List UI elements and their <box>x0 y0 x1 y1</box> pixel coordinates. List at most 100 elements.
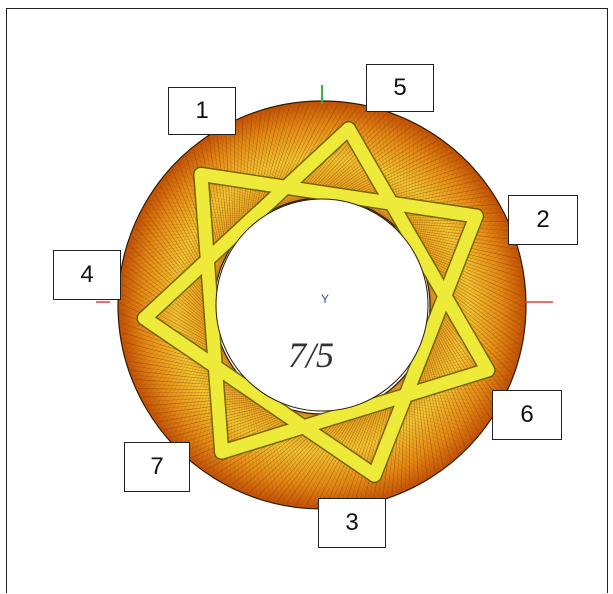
winding-line <box>276 416 345 503</box>
winding-line <box>302 109 373 193</box>
winding-line <box>143 313 209 401</box>
knot-band <box>215 363 495 459</box>
winding-line <box>420 246 523 283</box>
winding-line <box>412 351 519 375</box>
center-axis-letter: Y <box>321 292 329 306</box>
winding-line <box>434 318 496 410</box>
winding-line <box>257 113 334 192</box>
marker-label-6: 6 <box>492 390 562 440</box>
winding-line <box>254 107 281 213</box>
winding-line <box>410 356 518 377</box>
winding-line <box>128 245 210 319</box>
marker-label-3: 3 <box>318 498 386 548</box>
winding-line <box>305 110 378 193</box>
knot-band <box>194 167 483 223</box>
winding-line <box>153 324 210 418</box>
winding-line <box>261 401 295 506</box>
marker-label-5: 5 <box>366 64 434 112</box>
winding-line <box>421 143 444 250</box>
winding-line <box>431 278 523 338</box>
winding-line <box>169 172 275 202</box>
winding-line <box>430 340 473 441</box>
winding-line <box>254 397 281 503</box>
winding-line <box>264 403 300 506</box>
winding-line <box>425 256 525 303</box>
winding-line <box>426 302 525 351</box>
winding-line <box>129 229 237 245</box>
winding-line <box>357 154 458 197</box>
winding-line <box>428 293 524 346</box>
knot-bands <box>136 120 496 484</box>
winding-line <box>330 418 418 484</box>
winding-line <box>353 400 385 505</box>
winding-line <box>190 413 290 459</box>
knot-band <box>194 167 229 459</box>
winding-line <box>415 132 428 241</box>
winding-line <box>132 225 241 236</box>
winding-line <box>157 187 265 207</box>
winding-line <box>425 352 455 458</box>
winding-line <box>430 283 523 341</box>
winding-line <box>162 332 212 430</box>
winding-line <box>252 395 276 502</box>
knot-band <box>342 122 495 377</box>
winding-line <box>268 405 310 507</box>
winding-line <box>256 106 286 212</box>
winding-line <box>127 231 235 250</box>
winding-line <box>182 412 285 452</box>
winding-line <box>121 278 213 338</box>
winding-line <box>349 415 447 465</box>
winding-line <box>156 326 211 422</box>
winding-line <box>139 218 209 303</box>
winding-line <box>139 307 209 392</box>
winding-line <box>244 113 258 222</box>
winding-line <box>133 231 209 311</box>
winding-line <box>424 254 524 298</box>
winding-line <box>229 376 234 485</box>
winding-line <box>426 350 459 455</box>
winding-line <box>120 283 214 341</box>
winding-line <box>418 244 523 278</box>
winding-line <box>412 127 419 236</box>
winding-line <box>253 114 331 192</box>
winding-line <box>401 223 510 231</box>
winding-line <box>358 398 388 504</box>
winding-line <box>428 264 524 317</box>
winding-line <box>166 175 272 204</box>
winding-line <box>236 380 239 489</box>
winding-line <box>351 414 451 462</box>
winding-line <box>290 414 353 505</box>
winding-line <box>250 109 272 217</box>
winding-line <box>138 388 247 391</box>
marker-label-4: 4 <box>53 250 121 300</box>
figure-frame <box>6 8 608 593</box>
winding-line <box>432 180 482 278</box>
winding-line <box>300 413 358 507</box>
winding-line <box>126 233 234 254</box>
winding-line <box>319 102 368 201</box>
winding-line <box>332 129 422 192</box>
winding-line <box>372 406 478 435</box>
winding-line <box>349 401 383 506</box>
winding-line <box>335 131 427 193</box>
winding-line <box>273 408 320 508</box>
winding-line <box>127 288 210 361</box>
winding-line <box>120 293 216 346</box>
winding-ratio-label: 7/5 <box>288 335 335 375</box>
winding-line <box>313 114 392 192</box>
winding-line <box>124 280 211 346</box>
winding-line <box>349 145 447 195</box>
winding-line <box>281 416 347 504</box>
winding-line <box>151 321 210 414</box>
winding-line <box>418 137 436 245</box>
winding-line <box>351 148 451 196</box>
winding-line <box>434 321 493 414</box>
winding-line <box>324 418 409 488</box>
winding-line <box>285 415 350 504</box>
winding-line <box>421 249 524 288</box>
winding-line <box>149 398 258 411</box>
knot-band <box>137 311 381 482</box>
winding-line <box>142 393 251 398</box>
winding-line <box>262 111 336 192</box>
